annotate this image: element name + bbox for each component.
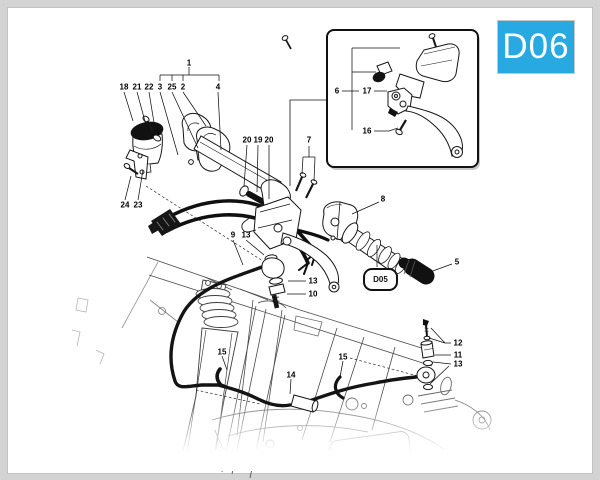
callout-21: 21 [132, 82, 142, 92]
callout-8: 8 [380, 194, 386, 204]
inset-callout-16: 16 [362, 126, 372, 136]
washer-22 [152, 134, 162, 142]
callout-15: 15 [217, 347, 227, 357]
bar-end-weight [398, 257, 435, 285]
callout-13: 13 [241, 230, 251, 240]
bleed-screw-12 [423, 319, 431, 341]
inset-pivot-piece-17 [387, 87, 413, 117]
fluid-reservoir [123, 115, 164, 180]
inset-boot [372, 61, 393, 83]
callout-22: 22 [144, 82, 154, 92]
hose-sleeve-14 [290, 394, 319, 413]
chassis-frame-art [71, 256, 433, 479]
loose-screw [281, 35, 292, 50]
callout-3: 3 [157, 82, 163, 92]
callout-leader-lines [123, 47, 453, 395]
inset-callout-17: 17 [362, 86, 372, 96]
fitting-10 [268, 283, 286, 309]
construction-dashed-lines [145, 185, 419, 405]
inset-callout-6: 6 [334, 86, 340, 96]
callout-24: 24 [120, 200, 130, 210]
callout-9: 9 [230, 230, 236, 240]
master-cylinder-assembly [241, 172, 340, 309]
handlebar-grip [341, 222, 408, 277]
clutch-hose [169, 265, 418, 413]
callout-11: 11 [453, 350, 463, 360]
callout-12: 12 [453, 338, 463, 348]
callout-2: 2 [180, 82, 186, 92]
banjo-eye [416, 366, 436, 384]
screws-7 [294, 172, 318, 199]
callout-18: 18 [119, 82, 129, 92]
callout-13: 13 [308, 276, 318, 286]
clutch-lever [280, 232, 340, 293]
callout-15: 15 [338, 352, 348, 362]
inset-lever-16 [405, 105, 463, 158]
hose-eye [261, 257, 285, 279]
callout-1: 1 [186, 58, 192, 68]
callout-10: 10 [308, 289, 318, 299]
callout-19: 19 [253, 135, 263, 145]
inset-pivot-screw [395, 119, 407, 136]
callout-5: 5 [454, 257, 460, 267]
callout-7: 7 [306, 135, 312, 145]
callout-25: 25 [167, 82, 177, 92]
callout-23: 23 [133, 200, 143, 210]
reference-page-badge-d05[interactable]: D05 [363, 268, 398, 291]
hose-clamp-15-left [215, 367, 228, 389]
callout-20: 20 [264, 135, 274, 145]
hose-clamp-15-right [333, 375, 345, 400]
cable-connector [148, 209, 181, 236]
callout-4: 4 [215, 82, 221, 92]
washer-13-c [423, 359, 433, 367]
callout-20: 20 [242, 135, 252, 145]
inset-master-cylinder-art [372, 33, 463, 158]
callout-14: 14 [286, 370, 296, 380]
slave-fitting-stack [416, 319, 436, 391]
washer-13-d [423, 383, 433, 391]
bolt-24 [123, 163, 139, 175]
callout-13: 13 [453, 359, 463, 369]
banjo-fitting-stack [261, 254, 286, 309]
fitting-11 [420, 340, 435, 359]
page-code-badge: D06 [497, 20, 575, 74]
screw-3 [188, 159, 194, 165]
washer-13-lower [269, 277, 283, 285]
inset-mc-body [415, 33, 460, 83]
